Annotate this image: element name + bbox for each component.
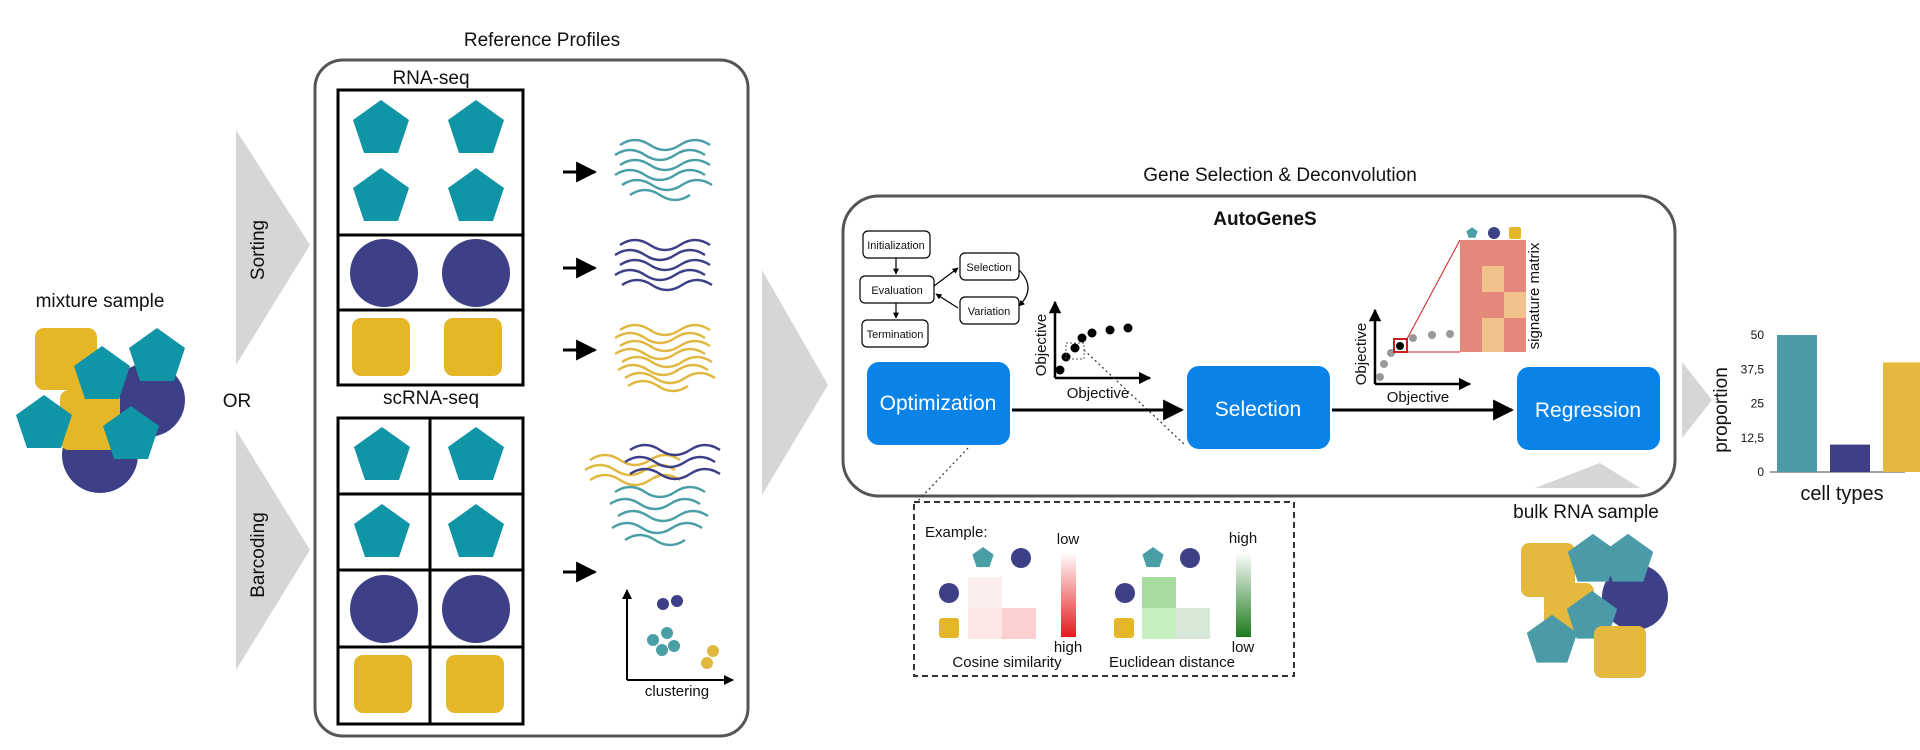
y-tick-label: 12,5 bbox=[1741, 431, 1765, 445]
bulk-label: bulk RNA sample bbox=[1513, 502, 1659, 523]
ga-termination: Termination bbox=[867, 329, 924, 341]
scrnaseq-grid bbox=[336, 416, 525, 726]
objective-x-label-2: Objective bbox=[1387, 389, 1450, 406]
or-label: OR bbox=[223, 391, 252, 412]
barcoding-arrow bbox=[236, 430, 310, 670]
euclidean-colorbar bbox=[1236, 552, 1251, 637]
cosine-colorbar bbox=[1061, 552, 1076, 637]
mixture-sample: mixture sample bbox=[16, 291, 185, 493]
autogenes-title: AutoGeneS bbox=[1213, 209, 1316, 230]
barcoding-label: Barcoding bbox=[248, 512, 269, 598]
ga-flowchart: Initialization Evaluation Termination Se… bbox=[859, 230, 1029, 348]
selection-label: Selection bbox=[1215, 398, 1301, 421]
reference-title: Reference Profiles bbox=[464, 30, 620, 51]
reference-profiles: Reference Profiles RNA-seq scRNA-seq bbox=[313, 30, 750, 738]
teal-expression-waves bbox=[614, 138, 713, 202]
ga-selection: Selection bbox=[966, 262, 1011, 274]
bar-0 bbox=[1777, 335, 1817, 472]
objective-x-label: Objective bbox=[1067, 385, 1130, 402]
ga-evaluation: Evaluation bbox=[871, 285, 922, 297]
navy-expression-waves bbox=[614, 238, 713, 292]
euclid-high: high bbox=[1229, 530, 1257, 547]
clustering-plot: clustering bbox=[622, 589, 734, 700]
y-tick-label: 37,5 bbox=[1741, 362, 1765, 376]
autogenes-panel bbox=[841, 194, 1677, 498]
gene-selection-title: Gene Selection & Deconvolution bbox=[1143, 165, 1417, 186]
objective-y-label: Objective bbox=[1033, 314, 1050, 377]
rnaseq-grid bbox=[336, 88, 525, 387]
euclid-low: low bbox=[1232, 639, 1255, 656]
objective-plot-selected: Objective Objective bbox=[1353, 239, 1472, 406]
cosine-low: low bbox=[1057, 531, 1080, 548]
big-arrow-right bbox=[762, 270, 828, 495]
bulk-up-arrow bbox=[1535, 463, 1640, 488]
ga-initialization: Initialization bbox=[867, 240, 924, 252]
y-tick-label: 25 bbox=[1751, 397, 1765, 411]
proportion-bar-chart: proportion cell types 0 12,5 25 37,5 50 bbox=[1711, 328, 1920, 505]
optimization-button[interactable] bbox=[867, 362, 1010, 445]
objective-plot-pareto: Objective Objective bbox=[1033, 300, 1186, 446]
regression-button[interactable] bbox=[1517, 367, 1660, 450]
example-title: Example: bbox=[925, 524, 988, 541]
regression-label: Regression bbox=[1535, 399, 1641, 422]
gold-expression-waves bbox=[614, 323, 716, 393]
objective-y-label-2: Objective bbox=[1353, 323, 1370, 386]
mixture-shapes bbox=[16, 328, 185, 493]
scrnaseq-label: scRNA-seq bbox=[383, 388, 479, 409]
euclidean-label: Euclidean distance bbox=[1109, 654, 1235, 671]
bar-1 bbox=[1830, 444, 1870, 472]
methods: Sorting OR Barcoding bbox=[223, 130, 310, 670]
gene-selection: Gene Selection & Deconvolution AutoGeneS… bbox=[841, 165, 1677, 504]
bulk-rna-sample: bulk RNA sample bbox=[1513, 502, 1668, 678]
mixed-expression-waves bbox=[584, 443, 721, 547]
reference-panel bbox=[313, 58, 750, 738]
bar-2 bbox=[1883, 362, 1920, 472]
rnaseq-label: RNA-seq bbox=[392, 68, 469, 89]
sorting-arrow bbox=[236, 130, 310, 365]
signature-matrix-label: signature matrix bbox=[1526, 242, 1543, 349]
example-box: Example: Cosine similarity low high Eucl… bbox=[913, 501, 1295, 677]
y-tick-label: 0 bbox=[1757, 465, 1764, 479]
selection-button[interactable] bbox=[1187, 366, 1330, 449]
small-arrow-right bbox=[1682, 362, 1712, 438]
chart-xlabel: cell types bbox=[1800, 483, 1883, 505]
y-tick-label: 50 bbox=[1751, 328, 1765, 342]
optimization-label: Optimization bbox=[880, 392, 997, 415]
signature-matrix: signature matrix bbox=[1460, 227, 1543, 352]
chart-ylabel: proportion bbox=[1711, 367, 1732, 453]
ga-variation: Variation bbox=[968, 306, 1011, 318]
mixture-sample-label: mixture sample bbox=[36, 291, 165, 312]
cosine-high: high bbox=[1054, 639, 1082, 656]
cosine-label: Cosine similarity bbox=[952, 654, 1062, 671]
sorting-label: Sorting bbox=[248, 220, 269, 280]
clustering-label: clustering bbox=[645, 683, 709, 700]
